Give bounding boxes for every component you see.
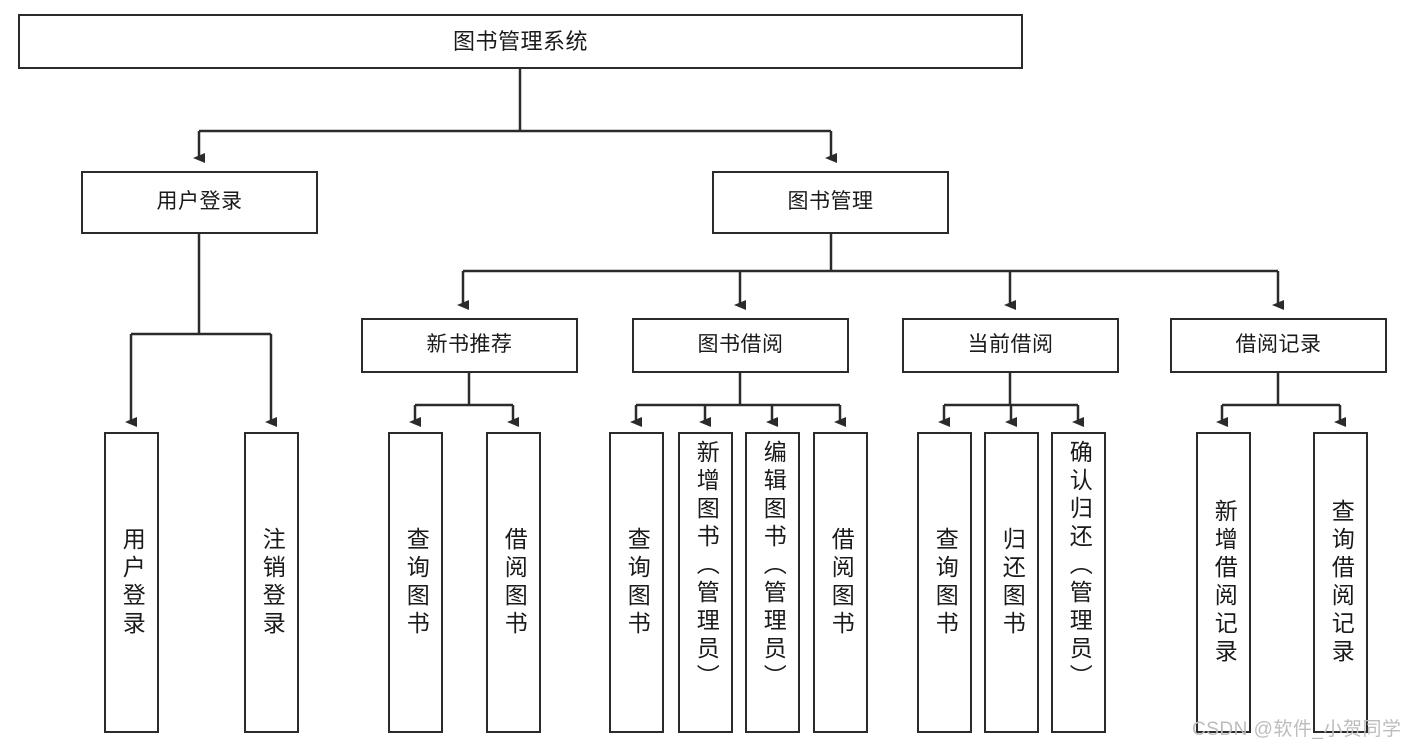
node-label: 查询图书	[932, 526, 959, 639]
node-label: 查询图书	[403, 526, 430, 639]
node-label: 用户登录	[156, 190, 243, 214]
node-label: 图书管理系统	[452, 28, 588, 54]
node-label: 注销登录	[259, 526, 286, 639]
node-label: 归还图书	[999, 526, 1026, 639]
node-label: 用户登录	[119, 526, 146, 639]
node-label: 编辑图书（管理员）	[760, 440, 787, 692]
node-label: 新书推荐	[426, 333, 513, 357]
node-leaf-query-borrow-record[interactable]: 查询借阅记录	[1313, 432, 1368, 733]
node-leaf-confirm-return-admin[interactable]: 确认归还（管理员）	[1051, 432, 1106, 733]
node-user-login[interactable]: 用户登录	[81, 171, 318, 234]
node-label: 新增图书（管理员）	[693, 440, 720, 692]
node-leaf-query-book-current[interactable]: 查询图书	[917, 432, 972, 733]
node-new-book-recommend[interactable]: 新书推荐	[361, 318, 578, 373]
node-current-borrow[interactable]: 当前借阅	[902, 318, 1119, 373]
node-leaf-user-login[interactable]: 用户登录	[104, 432, 159, 733]
node-leaf-query-book-borrow[interactable]: 查询图书	[609, 432, 664, 733]
node-leaf-return-book[interactable]: 归还图书	[984, 432, 1039, 733]
node-leaf-edit-book-admin[interactable]: 编辑图书（管理员）	[745, 432, 800, 733]
node-label: 新增借阅记录	[1211, 498, 1238, 667]
node-root-library-system[interactable]: 图书管理系统	[18, 14, 1023, 69]
node-borrow-record[interactable]: 借阅记录	[1170, 318, 1387, 373]
node-book-borrow[interactable]: 图书借阅	[632, 318, 849, 373]
node-label: 查询图书	[624, 526, 651, 639]
node-leaf-borrow-book[interactable]: 借阅图书	[813, 432, 868, 733]
node-label: 借阅图书	[501, 526, 528, 639]
node-leaf-add-borrow-record[interactable]: 新增借阅记录	[1196, 432, 1251, 733]
node-label: 图书借阅	[697, 333, 784, 357]
node-book-management[interactable]: 图书管理	[712, 171, 949, 234]
node-leaf-logout[interactable]: 注销登录	[244, 432, 299, 733]
node-label: 借阅图书	[828, 526, 855, 639]
node-leaf-add-book-admin[interactable]: 新增图书（管理员）	[678, 432, 733, 733]
node-label: 当前借阅	[967, 333, 1054, 357]
node-label: 图书管理	[787, 190, 874, 214]
watermark-text: CSDN @软件_小贺同学	[1192, 719, 1402, 740]
node-label: 查询借阅记录	[1328, 498, 1355, 667]
node-leaf-query-book-recommend[interactable]: 查询图书	[388, 432, 443, 733]
node-label: 确认归还（管理员）	[1066, 440, 1093, 692]
node-label: 借阅记录	[1235, 333, 1322, 357]
node-leaf-borrow-book-recommend[interactable]: 借阅图书	[486, 432, 541, 733]
